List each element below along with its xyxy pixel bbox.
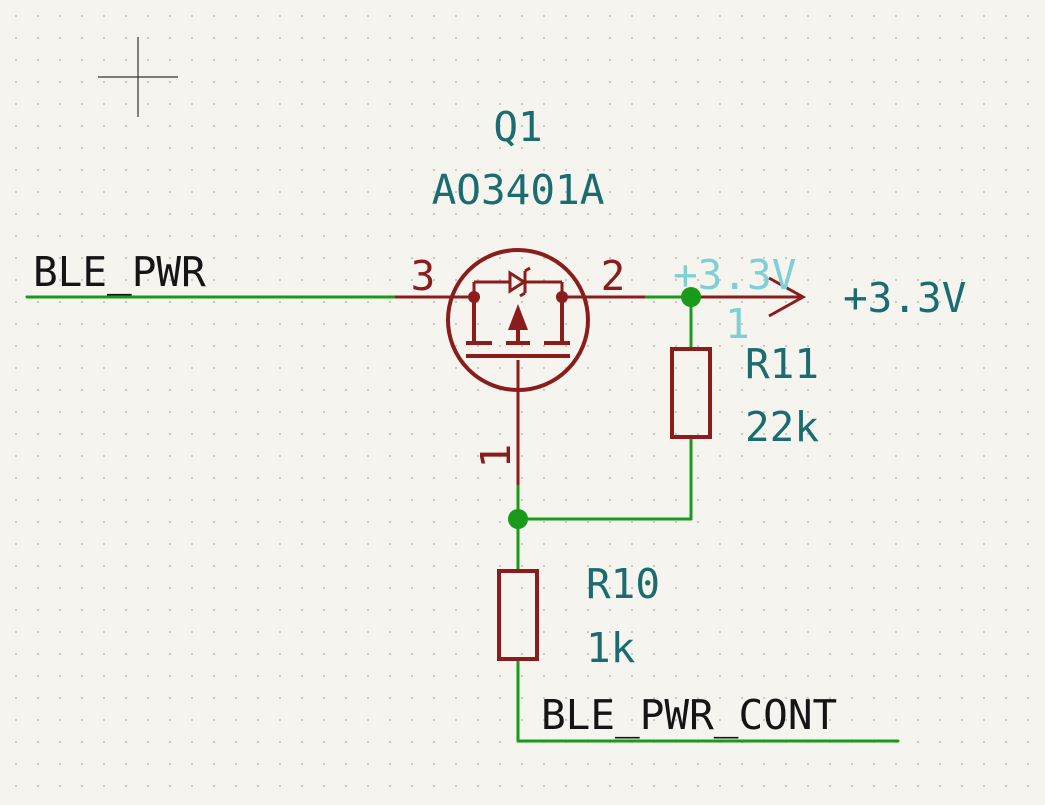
q1-pin-3-label: 3 bbox=[411, 252, 436, 300]
r10-body bbox=[497, 569, 539, 661]
net-label-ble-pwr[interactable]: BLE_PWR bbox=[33, 248, 206, 296]
source-connection-dot bbox=[468, 291, 480, 303]
q1-reference[interactable]: Q1 bbox=[493, 103, 542, 151]
power-ghost-pin-number: 1 bbox=[725, 300, 750, 348]
diode-bar-tick-top bbox=[524, 266, 531, 273]
r11-body bbox=[670, 347, 712, 439]
power-arrow-icon bbox=[768, 276, 807, 318]
r10-reference[interactable]: R10 bbox=[586, 560, 660, 608]
junction-dot-power bbox=[681, 287, 701, 307]
crosshair-cursor-icon bbox=[98, 37, 178, 117]
power-port-3v3[interactable] bbox=[691, 276, 807, 318]
r11-value[interactable]: 22k bbox=[745, 403, 819, 451]
resistor-r11[interactable] bbox=[670, 347, 712, 439]
power-label[interactable]: +3.3V bbox=[843, 274, 966, 322]
resistor-r10[interactable] bbox=[497, 569, 539, 661]
q1-value[interactable]: AO3401A bbox=[432, 166, 605, 214]
r10-value[interactable]: 1k bbox=[586, 624, 636, 672]
net-label-ble-pwr-cont[interactable]: BLE_PWR_CONT bbox=[541, 691, 837, 739]
drain-connection-dot bbox=[556, 291, 568, 303]
body-arrow-icon bbox=[508, 304, 528, 330]
power-ghost-label: +3.3V bbox=[673, 251, 796, 299]
diode-triangle-icon bbox=[508, 270, 527, 294]
mosfet-q1[interactable] bbox=[395, 248, 645, 485]
q1-pin-1-label: 1 bbox=[472, 444, 520, 469]
junction-dot-gate bbox=[508, 509, 528, 529]
mosfet-body-circle bbox=[446, 248, 590, 392]
diode-bar-tick-bottom bbox=[519, 291, 526, 298]
r11-reference[interactable]: R11 bbox=[745, 340, 819, 388]
wires bbox=[25, 295, 900, 743]
q1-pin-2-label: 2 bbox=[601, 252, 626, 300]
